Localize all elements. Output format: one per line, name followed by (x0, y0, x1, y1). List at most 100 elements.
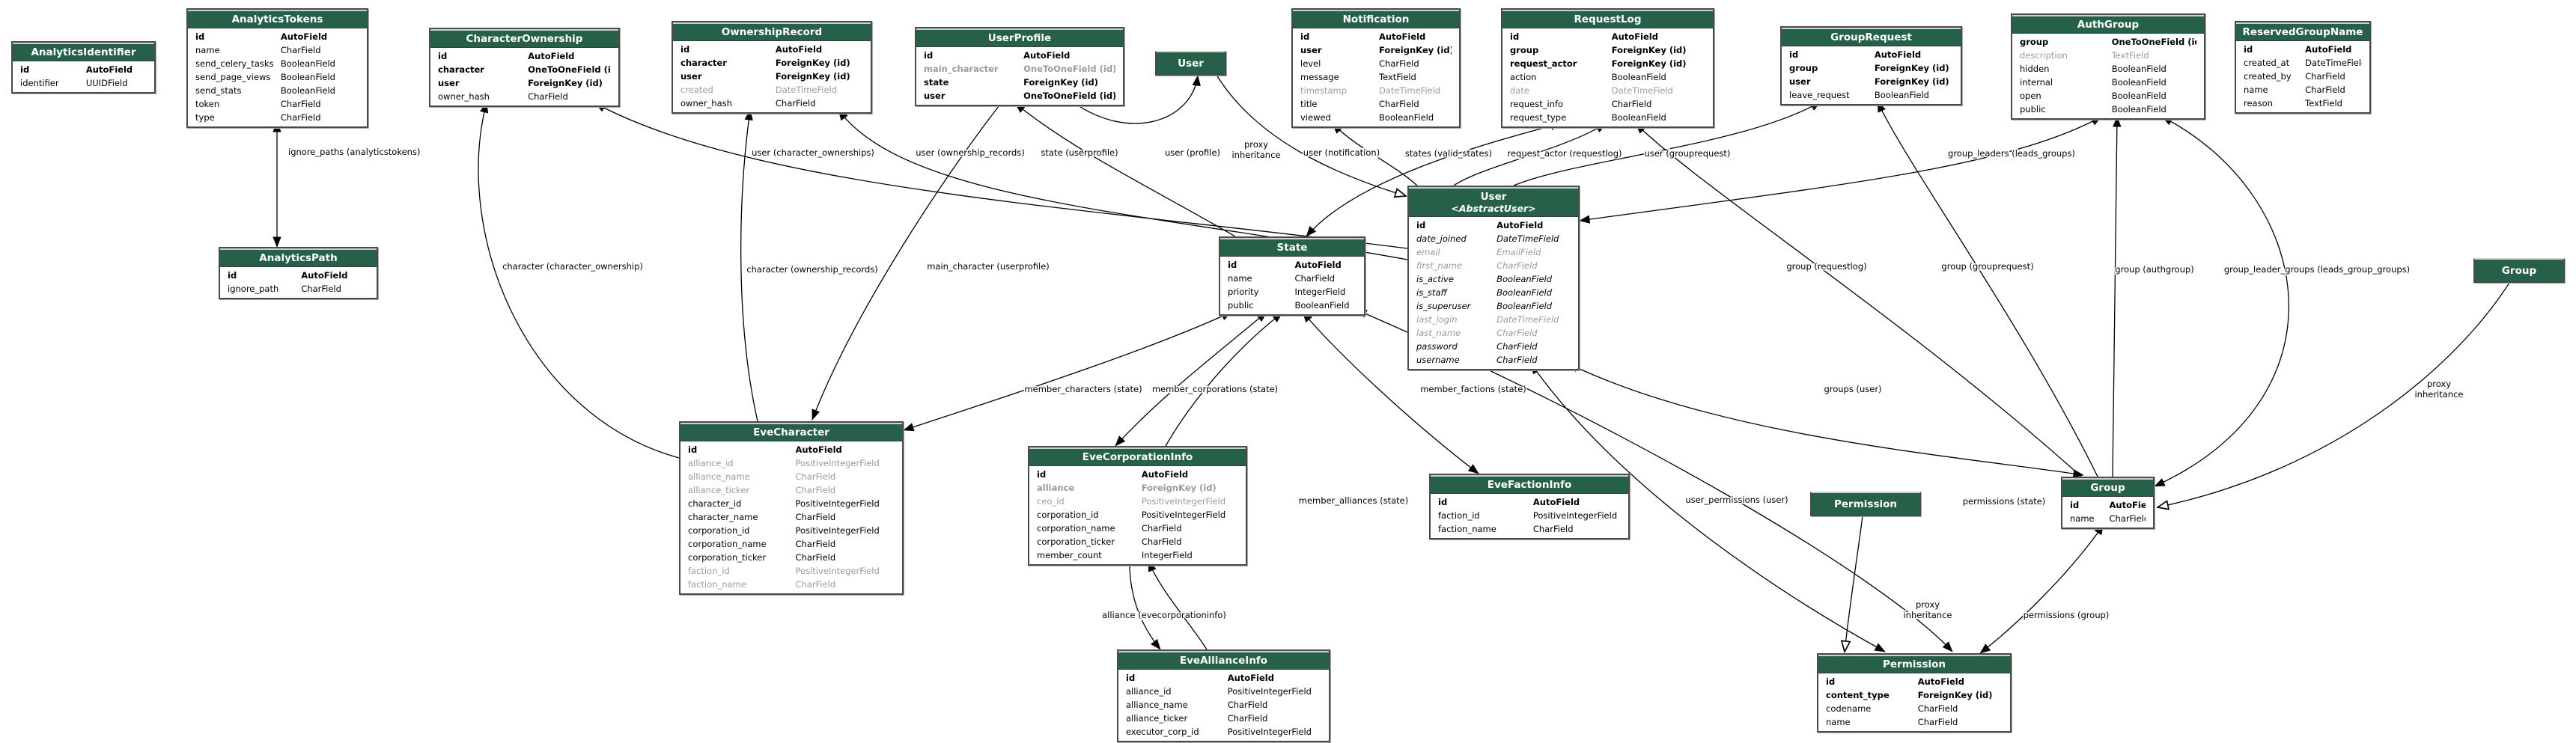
field-name: character (438, 64, 484, 75)
field-name: id (1037, 469, 1047, 480)
field-type: DateTimeField (1379, 85, 1441, 96)
field-name: open (2020, 91, 2041, 101)
model-title-analyticsidentifier: AnalyticsIdentifier (13, 43, 154, 61)
field-name: id (1228, 260, 1237, 270)
field-name: internal (2020, 77, 2053, 88)
field-type: CharField (1141, 536, 1182, 547)
field-type: PositiveIntegerField (1227, 727, 1312, 737)
edge-label: group (grouprequest) (1941, 261, 2033, 272)
field-name: id (195, 31, 205, 42)
model-title-evefactioninfo: EveFactionInfo (1431, 475, 1628, 494)
relationship-edge (1115, 311, 1267, 447)
field-type: EmailField (1496, 247, 1541, 257)
field-name: created_by (2244, 71, 2292, 82)
field-name: name (1826, 717, 1851, 727)
field-type: CharField (1532, 524, 1574, 534)
field-row: executor_corp_id PositiveIntegerField (1118, 725, 1329, 739)
field-name: first_name (1416, 260, 1463, 271)
field-type: CharField (1379, 58, 1419, 69)
field-type: BooleanField (1874, 90, 1929, 100)
relationship-edge (2158, 282, 2510, 507)
field-type: CharField (2109, 513, 2146, 524)
field-name: corporation_ticker (688, 552, 767, 563)
field-name: executor_corp_id (1126, 727, 1199, 737)
field-type: AutoField (775, 44, 823, 55)
field-type: AutoField (1496, 220, 1544, 230)
field-name: id (1789, 49, 1799, 60)
relationship-edge (2112, 116, 2122, 477)
field-row: name CharField (188, 43, 367, 57)
model-subtitle: <AbstractUser> (1451, 203, 1536, 214)
field-type: AutoField (1023, 50, 1071, 61)
edge-label: state (userprofile) (1041, 147, 1118, 158)
field-type: PositiveIntegerField (795, 498, 880, 509)
field-type: BooleanField (280, 85, 335, 96)
edge-label: character (ownership_records) (746, 264, 877, 275)
field-type: CharField (1611, 99, 1652, 109)
field-type: BooleanField (1611, 112, 1666, 123)
field-name: name (195, 45, 220, 55)
relationship-edge (1148, 560, 1208, 650)
field-name: user (1300, 45, 1322, 55)
field-name: is_superuser (1416, 301, 1471, 311)
field-name: token (195, 99, 220, 109)
field-name: identifier (20, 78, 59, 88)
field-name: corporation_name (688, 539, 767, 549)
field-type: DateTimeField (1611, 85, 1673, 96)
field-name: is_active (1416, 274, 1454, 284)
edge-label: member_characters (state) (1024, 384, 1142, 394)
relationship-edge (1979, 524, 2104, 654)
field-name: id (1438, 497, 1448, 507)
field-name: id (688, 444, 698, 455)
field-name: codename (1826, 703, 1872, 714)
field-name: created_at (2244, 58, 2290, 68)
edge-label: states (valid_states) (1405, 148, 1492, 159)
field-type: TextField (1379, 72, 1416, 82)
field-name: faction_id (688, 566, 730, 576)
edge-label: permissions (state) (1963, 496, 2046, 507)
field-name: id (438, 51, 448, 61)
field-type: AutoField (1874, 49, 1922, 60)
field-type: CharField (280, 45, 321, 55)
field-type: BooleanField (280, 72, 335, 82)
field-type: CharField (528, 91, 568, 102)
field-type: CharField (1496, 328, 1538, 338)
field-type: OneToOneField (id) (1023, 91, 1115, 101)
relationship-edge (1635, 123, 2082, 477)
field-type: CharField (795, 552, 836, 563)
field-name: leave_request (1789, 90, 1850, 100)
field-name: group (2020, 37, 2049, 47)
field-type: CharField (1379, 99, 1419, 109)
field-name: id (1826, 676, 1836, 687)
relationship-edge (1568, 363, 2084, 478)
